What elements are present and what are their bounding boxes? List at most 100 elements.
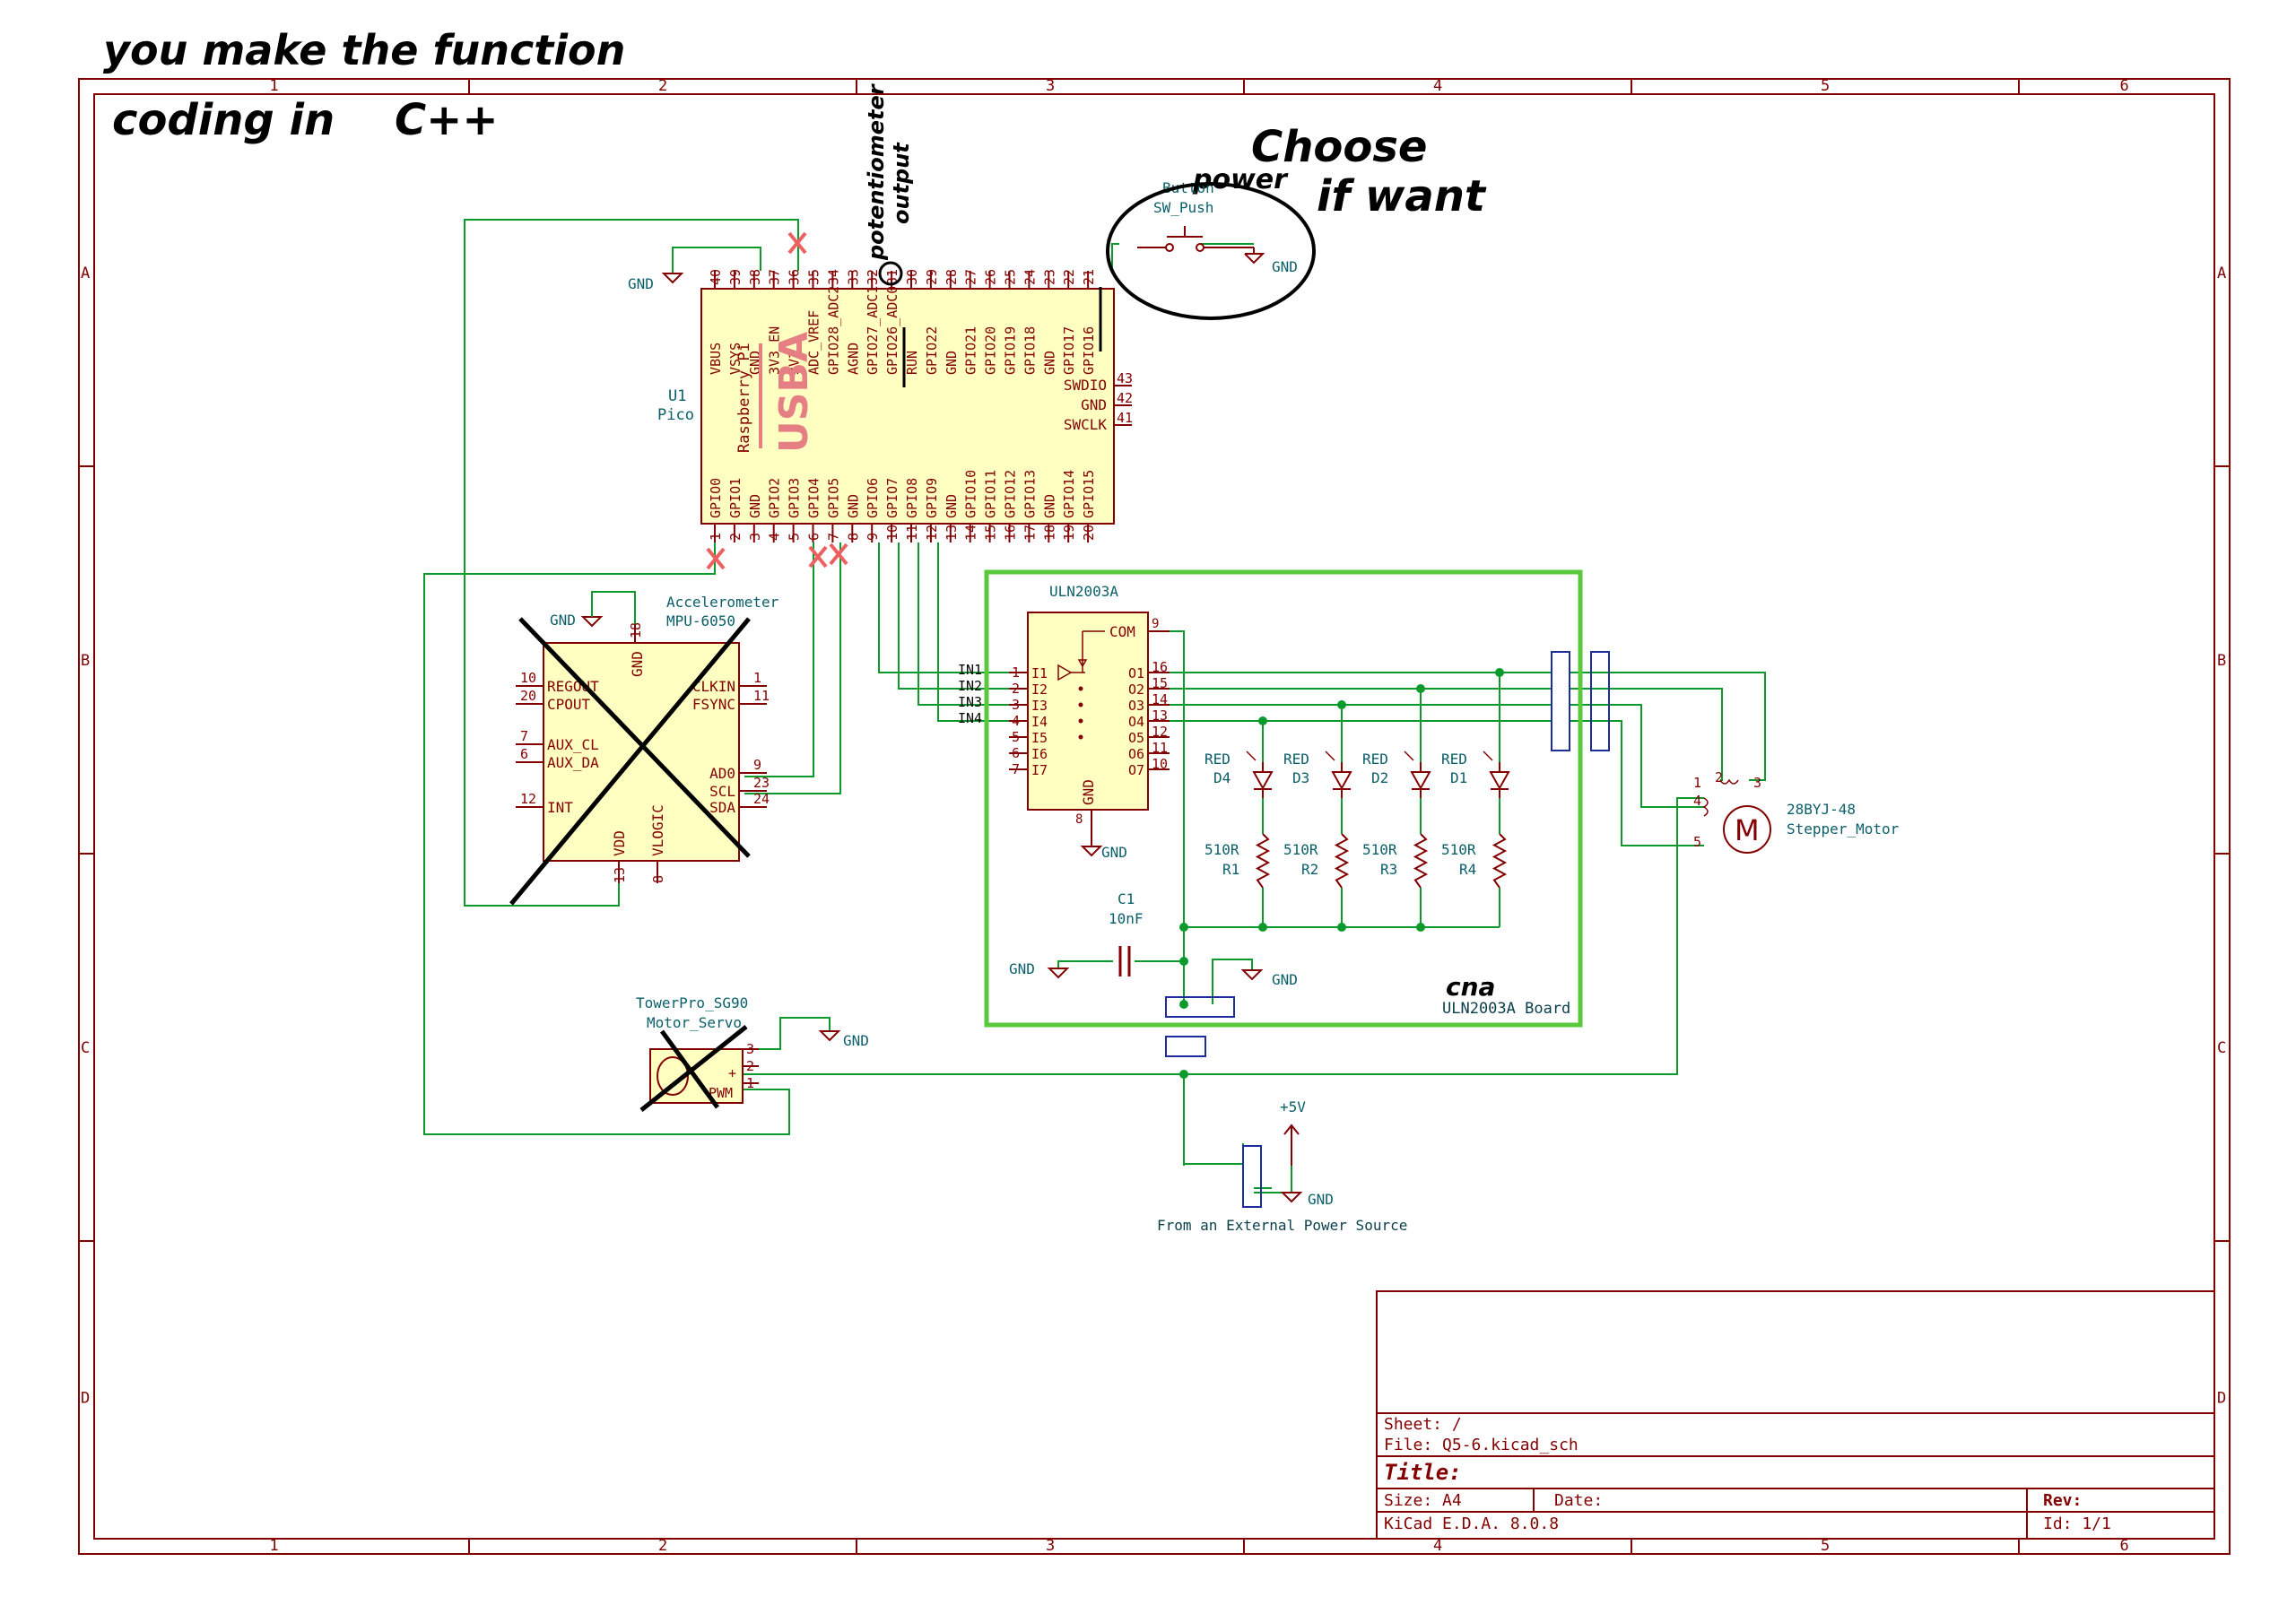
pico-top-pin-name: VSYS	[727, 343, 744, 375]
accel-right-pin-name: AD0	[709, 765, 735, 782]
power-caption: From an External Power Source	[1157, 1217, 1407, 1234]
uln-input-net-label: IN1	[958, 662, 982, 678]
push-button: Button SW_Push GND	[1106, 179, 1316, 320]
pico-bottom-pin-name: GPIO1	[727, 478, 744, 518]
led-arrow	[1483, 751, 1493, 761]
accel-left-pin-num: 10	[520, 670, 536, 686]
wire-junction	[1179, 957, 1188, 966]
servo-plus: +	[728, 1065, 736, 1081]
pico-top-pin-name: GPIO20	[983, 326, 999, 375]
frame-col-label: 6	[2120, 1537, 2129, 1555]
uln-output-pin-num: 15	[1152, 675, 1168, 691]
pico-bottom-pin-num: 17	[1022, 525, 1038, 541]
led-body	[1252, 771, 1274, 791]
accel-gnd-label: GND	[550, 612, 576, 629]
led-ref: D2	[1371, 769, 1388, 786]
uln-input-net-label: IN2	[958, 678, 982, 694]
accel-left-pin-name: REGOUT	[547, 678, 599, 695]
pico-bottom-pin-name: GPIO8	[904, 478, 920, 518]
pico-top-pin-num: 32	[865, 269, 881, 285]
accel-left-pin-num: 12	[520, 791, 536, 807]
pico-top-pin-name: GPIO18	[1022, 326, 1038, 375]
pico-top-pin-name: 3V3_EN	[767, 326, 783, 375]
gnd-symbol	[580, 616, 604, 628]
uln-output-pin-num: 16	[1152, 659, 1168, 675]
uln-input-net-label: IN4	[958, 710, 982, 726]
pico-bottom-pin-name: GPIO6	[865, 478, 881, 518]
stepper-name: Stepper_Motor	[1787, 820, 1900, 838]
servo-cross-b	[659, 1029, 720, 1109]
size-label: Size: A4	[1384, 1491, 1462, 1510]
uln-input-pin-name: I4	[1031, 714, 1048, 730]
accel-bottom-pin-name: VDD	[611, 830, 628, 856]
pico-top-pin-num: 28	[944, 269, 960, 285]
uln-output-pin-num: 11	[1152, 740, 1168, 756]
pico-bottom-pin-name: GPIO2	[767, 478, 783, 518]
servo-cross-a	[639, 1025, 748, 1112]
uln-input-pin-name: I7	[1031, 762, 1048, 778]
led-body	[1410, 771, 1431, 791]
pico-bottom-pin-name: GPIO5	[825, 478, 841, 518]
pico-top-pin-name: GPIO26_ADC0	[884, 286, 900, 375]
stepper-pin-num: 2	[1715, 769, 1723, 785]
accel-right-pin-num: 24	[753, 791, 770, 807]
pico-top-pin-name: GPIO16	[1081, 326, 1097, 375]
uln-input-pin-name: I3	[1031, 698, 1048, 714]
pico-bottom-pin-num: 10	[884, 525, 900, 541]
pico-bottom-pin-num: 8	[845, 533, 861, 541]
pico-top-pin-name: GPIO17	[1061, 326, 1077, 375]
servo-pin-num: 2	[746, 1058, 754, 1074]
pico-top-pin-num: 40	[708, 269, 724, 285]
frame-col-label: 6	[2120, 77, 2129, 95]
uln-input-pin-num: 6	[1012, 745, 1020, 761]
pico-right-pin-name: SWCLK	[1064, 416, 1108, 433]
stepper-pin-num: 3	[1753, 775, 1761, 791]
uln-com-num: 9	[1152, 617, 1159, 631]
accel-left-pin-name: INT	[547, 799, 573, 816]
uln-com: COM	[1109, 623, 1135, 640]
note-output: output	[889, 142, 914, 224]
frame-row-label: A	[81, 265, 90, 282]
pico-top-pin-num: 27	[963, 269, 979, 285]
stepper-pin-num: 1	[1693, 775, 1701, 791]
frame-row-label: B	[2217, 652, 2226, 670]
note-power: power	[1192, 164, 1289, 195]
uln-gnd-num: 8	[1075, 812, 1083, 827]
wire-junction	[1179, 923, 1188, 932]
frame-row-label: D	[2217, 1390, 2226, 1408]
uln-input-pin-num: 3	[1012, 697, 1020, 713]
pico-top-pin-name: GND	[1041, 351, 1057, 375]
pico-bottom-pin-name: GND	[747, 494, 763, 518]
wire-junction	[1258, 716, 1267, 725]
resistor-ref: R3	[1380, 861, 1397, 878]
note-coding-cpp: coding in C++	[112, 95, 499, 145]
accel-right-pin-name: FSYNC	[692, 696, 735, 713]
accel-left-pin-name: CPOUT	[547, 696, 591, 713]
led-body	[1331, 771, 1352, 791]
sheet-label: Sheet: /	[1384, 1415, 1462, 1434]
uln-output-pin-name: O3	[1128, 698, 1144, 714]
note-make-function: you make the function	[103, 26, 625, 74]
resistor-value: 510R	[1205, 841, 1239, 858]
uln-output-pin-name: O6	[1128, 746, 1144, 762]
gnd-symbol	[1047, 968, 1070, 979]
uln-input-pin-num: 7	[1012, 761, 1020, 777]
pico-right-pin-name: SWDIO	[1064, 377, 1107, 394]
resistor-ref: R1	[1222, 861, 1239, 878]
pico-bottom-pin-num: 11	[904, 525, 920, 541]
frame-col-label: 2	[658, 1537, 667, 1555]
button-value: SW_Push	[1153, 199, 1213, 216]
id-label: Id: 1/1	[2043, 1515, 2111, 1533]
led-color: RED	[1362, 751, 1388, 768]
frame-row-label: C	[2217, 1039, 2226, 1057]
pico-top-pin-num: 36	[787, 269, 803, 285]
accel-left-pin-name: AUX_CL	[547, 736, 599, 753]
uln-input-pin-name: I6	[1031, 746, 1048, 762]
pico-right-pin-num: 43	[1117, 370, 1133, 386]
accel-right-pin-num: 11	[753, 688, 770, 704]
led-color: RED	[1283, 751, 1309, 768]
pico-bottom-pin-num: 4	[767, 533, 783, 541]
